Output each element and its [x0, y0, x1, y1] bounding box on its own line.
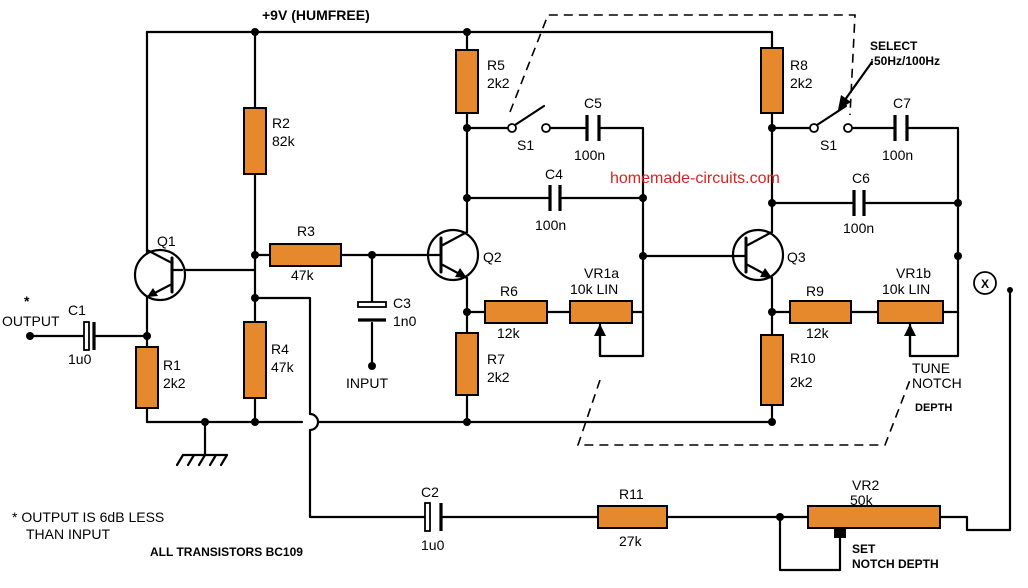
resistors: [135, 47, 944, 529]
resistor-r8: [760, 47, 784, 114]
c4-value: 100n: [535, 217, 566, 233]
capacitor-c6: [852, 190, 866, 216]
capacitor-c3: [357, 301, 387, 322]
r6-ref: R6: [500, 283, 518, 299]
c7-value: 100n: [882, 147, 913, 163]
resistor-r6: [484, 300, 548, 324]
r5-ref: R5: [487, 57, 505, 73]
s1a-label: S1: [517, 137, 534, 153]
resistor-r4: [243, 321, 267, 399]
c1-ref: C1: [68, 302, 86, 318]
c6-ref: C6: [852, 170, 870, 186]
c1-value: 1u0: [68, 351, 92, 367]
c2-value: 1u0: [421, 537, 445, 553]
s1b-label: S1: [820, 137, 837, 153]
c5-ref: C5: [584, 95, 602, 111]
resistor-r3: [269, 243, 342, 267]
capacitor-c1: [83, 321, 96, 351]
supply-label: +9V (HUMFREE): [262, 7, 370, 23]
c4-ref: C4: [545, 166, 563, 182]
vr2-value: 50k: [850, 492, 874, 508]
r2-ref: R2: [272, 115, 290, 131]
q2-label: Q2: [483, 249, 502, 265]
switch-s1b: [809, 104, 853, 133]
select-arrow: [838, 60, 874, 110]
r5-value: 2k2: [487, 75, 510, 91]
capacitor-c4: [548, 185, 562, 211]
tune-label-3: DEPTH: [915, 402, 952, 414]
r2-value: 82k: [272, 133, 296, 149]
resistor-r10: [760, 334, 784, 406]
input-label: INPUT: [346, 375, 388, 391]
r6-value: 12k: [497, 325, 521, 341]
r11-ref: R11: [619, 486, 644, 502]
output-label: OUTPUT: [2, 313, 60, 329]
resistor-r11: [597, 505, 668, 529]
tune-label-1: TUNE: [912, 360, 950, 376]
vr1a-ref: VR1a: [584, 265, 619, 281]
r1-ref: R1: [163, 357, 181, 373]
set-label-1: SET: [852, 542, 876, 556]
select-label-1: SELECT: [870, 39, 918, 53]
note-line-2: THAN INPUT: [26, 526, 110, 542]
r9-ref: R9: [806, 283, 824, 299]
r4-value: 47k: [271, 359, 295, 375]
potentiometer-vr1a: [569, 300, 633, 324]
output-star: *: [24, 293, 30, 309]
terminal-x-label: X: [981, 277, 989, 291]
resistor-r2: [243, 107, 267, 175]
junction-dots: [26, 28, 1013, 521]
resistor-r9: [789, 300, 852, 324]
potentiometer-vr1b: [877, 300, 944, 324]
c2-ref: C2: [421, 484, 439, 500]
terminal-x: X: [973, 271, 997, 295]
c3-value: 1n0: [393, 313, 417, 329]
transistors-note: ALL TRANSISTORS BC109: [150, 545, 303, 559]
watermark: homemade-circuits.com: [610, 170, 780, 187]
r3-ref: R3: [297, 223, 315, 239]
r9-value: 12k: [806, 325, 830, 341]
tune-label-2: NOTCH: [912, 375, 962, 391]
r8-ref: R8: [790, 57, 808, 73]
wiring: [28, 30, 1012, 572]
vr1b-value: 10k LIN: [882, 281, 930, 297]
capacitor-c2: [424, 502, 443, 532]
select-label-2: :50Hz/100Hz: [870, 54, 940, 68]
r4-ref: R4: [271, 341, 289, 357]
labels: +9V (HUMFREE) homemade-circuits.com SELE…: [2, 7, 962, 571]
potentiometer-vr2: [807, 505, 941, 529]
resistor-r5: [455, 49, 479, 114]
set-label-2: NOTCH DEPTH: [852, 557, 939, 571]
resistor-r1: [135, 346, 159, 409]
capacitor-c5: [585, 115, 601, 141]
c3-ref: C3: [393, 295, 411, 311]
vr1b-ref: VR1b: [896, 265, 931, 281]
q3-label: Q3: [787, 249, 806, 265]
r1-value: 2k2: [163, 375, 186, 391]
r8-value: 2k2: [790, 75, 813, 91]
switch-s1a: [507, 104, 551, 133]
r7-value: 2k2: [487, 369, 510, 385]
resistor-r7: [455, 332, 479, 396]
ganged-control-links: [509, 14, 911, 446]
c5-value: 100n: [574, 147, 605, 163]
vr1a-value: 10k LIN: [570, 281, 618, 297]
c7-ref: C7: [893, 95, 911, 111]
r7-ref: R7: [487, 351, 505, 367]
r11-value: 27k: [619, 533, 643, 549]
r10-ref: R10: [790, 350, 816, 366]
transistor-q3: [731, 228, 785, 282]
c6-value: 100n: [843, 220, 874, 236]
r3-value: 47k: [291, 267, 315, 283]
wiper-arrows: [594, 324, 916, 541]
note-line-1: * OUTPUT IS 6dB LESS: [12, 509, 164, 525]
vr2-ref: VR2: [852, 477, 879, 493]
capacitors: [83, 115, 909, 532]
transistor-q1: [133, 248, 187, 302]
r10-value: 2k2: [790, 374, 813, 390]
transistor-q2: [416, 228, 480, 282]
q1-label: Q1: [157, 233, 176, 249]
capacitor-c7: [893, 115, 909, 141]
